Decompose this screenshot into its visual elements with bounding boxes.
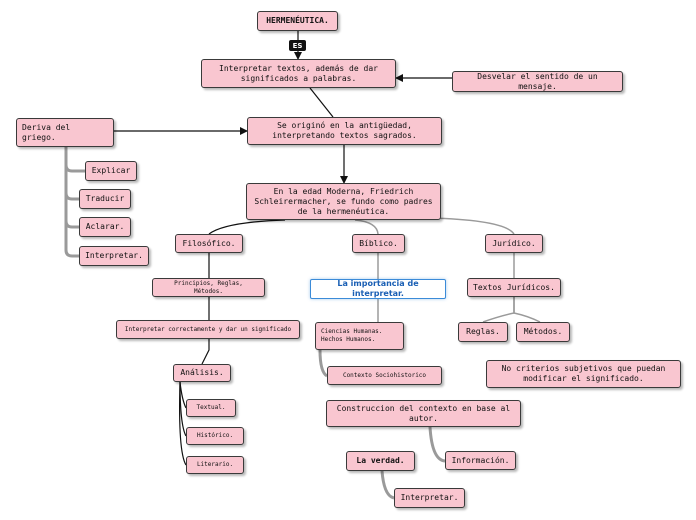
connector-verdad-interpretar [380, 470, 395, 500]
legal-texts-node[interactable]: Textos Jurídicos. [467, 278, 561, 297]
biblico-node[interactable]: Bíblico. [352, 234, 405, 253]
principles-rules-methods-node[interactable]: Principios, Reglas, Métodos. [152, 278, 265, 297]
definition-node[interactable]: Interpretar textos, además de dar signif… [201, 59, 396, 88]
connector-definition-origin [309, 87, 334, 118]
connector-significado-analisis [201, 339, 210, 365]
truth-node[interactable]: La verdad. [346, 451, 415, 471]
interpret-node[interactable]: Interpretar. [394, 488, 465, 508]
historico-node[interactable]: Histórico. [186, 427, 244, 445]
context-construction-node[interactable]: Construccion del contexto en base al aut… [326, 400, 521, 427]
connector-derives-aclarar [64, 147, 79, 229]
human-sciences-node[interactable]: Ciencias Humanas. Hechos Humanos. [315, 322, 404, 350]
interpret-correctly-node[interactable]: Interpretar correctamente y dar un signi… [116, 320, 300, 339]
connector-modern-juridico [429, 217, 515, 235]
juridico-node[interactable]: Jurídico. [485, 234, 543, 253]
derives-greek-node[interactable]: Deriva del griego. [16, 118, 114, 147]
connector-modern-biblico [354, 219, 379, 235]
verb-aclarar-node[interactable]: Aclarar. [79, 217, 131, 237]
filosofico-node[interactable]: Filosófico. [175, 234, 243, 253]
information-node[interactable]: Información. [445, 451, 516, 470]
connector-construccion-informacion [428, 426, 446, 463]
literario-node[interactable]: Literario. [186, 456, 244, 474]
link-label-es: ES [289, 40, 306, 51]
verb-traducir-node[interactable]: Traducir [79, 189, 131, 209]
connector-textos-metodos [513, 297, 541, 323]
analysis-node[interactable]: Análisis. [173, 364, 231, 382]
sociohistoric-context-node[interactable]: Contexto Sociohistorico [327, 366, 442, 385]
reveal-meaning-node[interactable]: Desvelar el sentido de un mensaje. [452, 71, 623, 92]
root-node-hermeneutica[interactable]: HERMENÉUTICA. [257, 11, 338, 31]
connector-modern-filosofico [208, 219, 286, 235]
verb-explicar-node[interactable]: Explicar [85, 161, 137, 181]
connector-derives-traducir [64, 147, 79, 201]
connector-analisis-literario [179, 381, 187, 466]
origin-node[interactable]: Se originó en la antigüedad, interpretan… [247, 117, 442, 145]
rules-node[interactable]: Reglas. [458, 322, 508, 342]
textual-node[interactable]: Textual. [186, 399, 236, 417]
connector-ciencias-contexto [318, 349, 328, 378]
connector-derives-explicar [64, 147, 85, 173]
connector-derives-interpretar [64, 147, 79, 258]
methods-node[interactable]: Métodos. [516, 322, 570, 342]
connector-textos-reglas [482, 297, 515, 323]
importance-of-interpreting-node[interactable]: La importancia de interpretar. [310, 279, 446, 299]
no-subjective-criteria-node[interactable]: No criterios subjetivos que puedan modif… [486, 360, 681, 388]
verb-interpretar-node[interactable]: Interpretar. [79, 246, 149, 266]
modern-age-node[interactable]: En la edad Moderna, Friedrich Schleirerm… [246, 183, 441, 220]
